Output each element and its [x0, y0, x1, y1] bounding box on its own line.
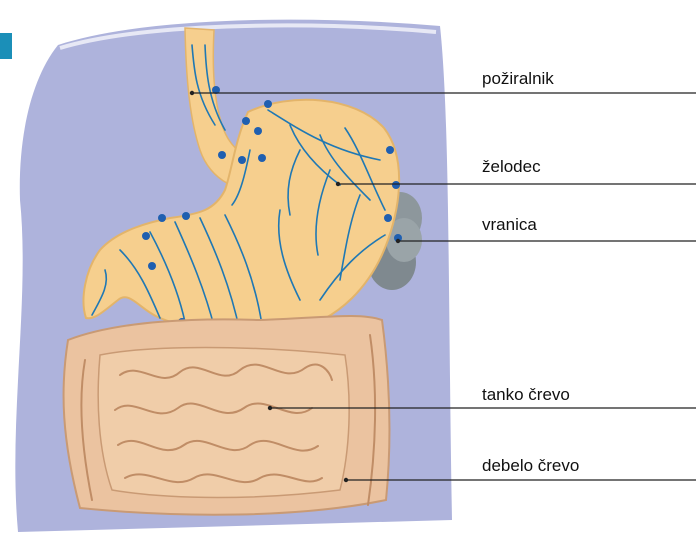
label-esophagus: požiralnik [482, 69, 554, 89]
label-spleen: vranica [482, 215, 537, 235]
intestines [64, 316, 390, 515]
label-small-intestine: tanko črevo [482, 385, 570, 405]
label-large-intestine: debelo črevo [482, 456, 579, 476]
label-stomach: želodec [482, 157, 541, 177]
